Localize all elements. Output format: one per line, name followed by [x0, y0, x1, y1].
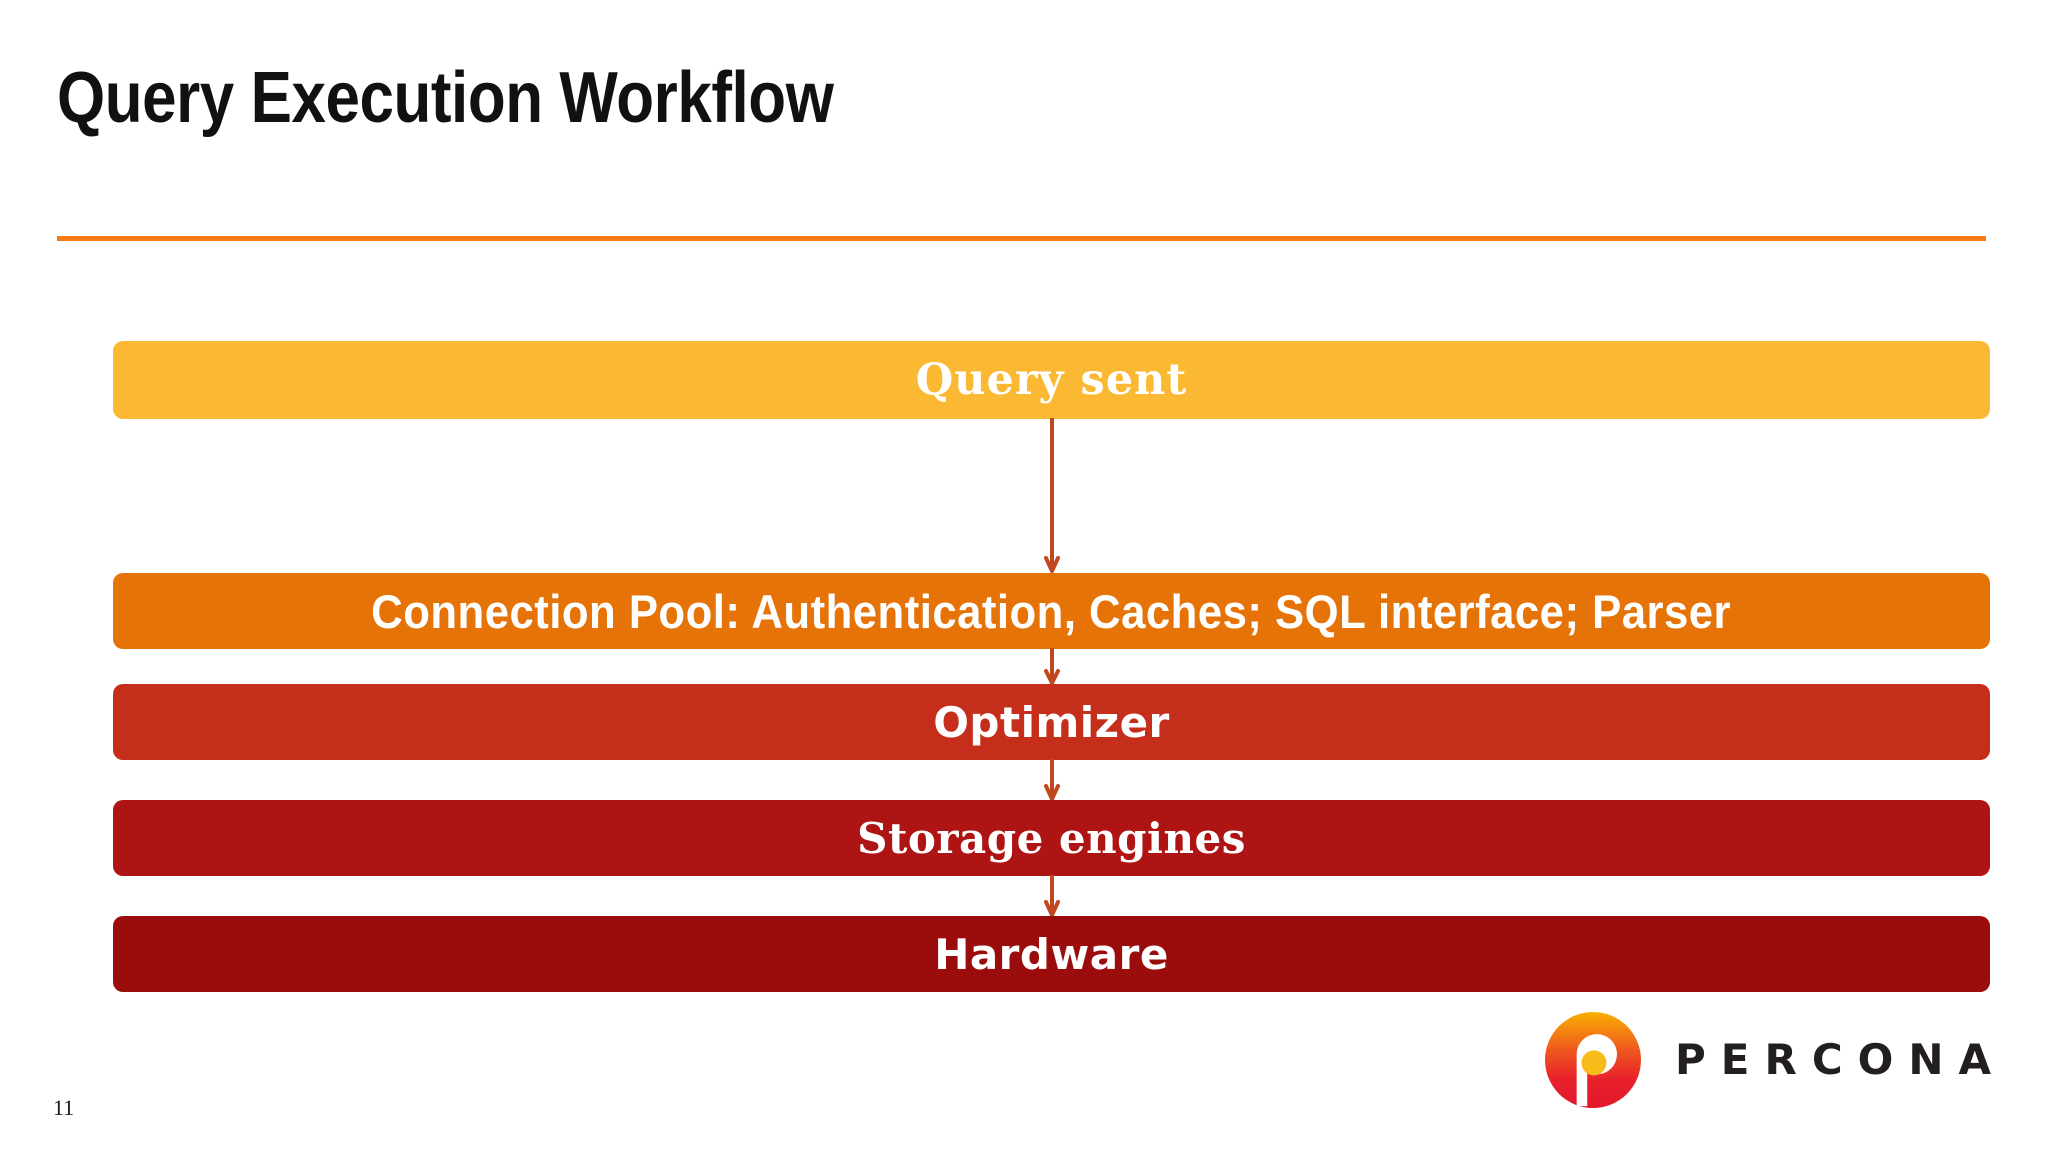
flow-arrow-down-icon [1044, 418, 1060, 574]
percona-logo: PERCONA [1545, 1012, 2006, 1108]
flow-arrow-down-icon [1044, 648, 1060, 685]
flow-step-label: Optimizer [933, 697, 1170, 747]
flow-step-optimizer[interactable]: Optimizer [113, 684, 1990, 760]
flow-step-label: Query sent [915, 355, 1188, 405]
title-divider [57, 236, 1986, 241]
flow-arrow-down-icon [1044, 759, 1060, 801]
flow-step-storage-engines[interactable]: Storage engines [113, 800, 1990, 876]
flow-step-hardware[interactable]: Hardware [113, 916, 1990, 992]
flow-step-label: Hardware [934, 929, 1169, 979]
page-number: 11 [53, 1095, 75, 1120]
flow-step-label: Connection Pool: Authentication, Caches;… [371, 584, 1732, 638]
percona-mark-icon [1545, 1012, 1641, 1108]
flow-step-label: Storage engines [857, 813, 1246, 863]
page-title: Query Execution Workflow [57, 58, 834, 138]
flow-step-query-sent[interactable]: Query sent [113, 341, 1990, 419]
flow-arrow-down-icon [1044, 875, 1060, 917]
flow-step-connection-pool[interactable]: Connection Pool: Authentication, Caches;… [113, 573, 1990, 649]
percona-wordmark: PERCONA [1675, 1035, 2006, 1084]
